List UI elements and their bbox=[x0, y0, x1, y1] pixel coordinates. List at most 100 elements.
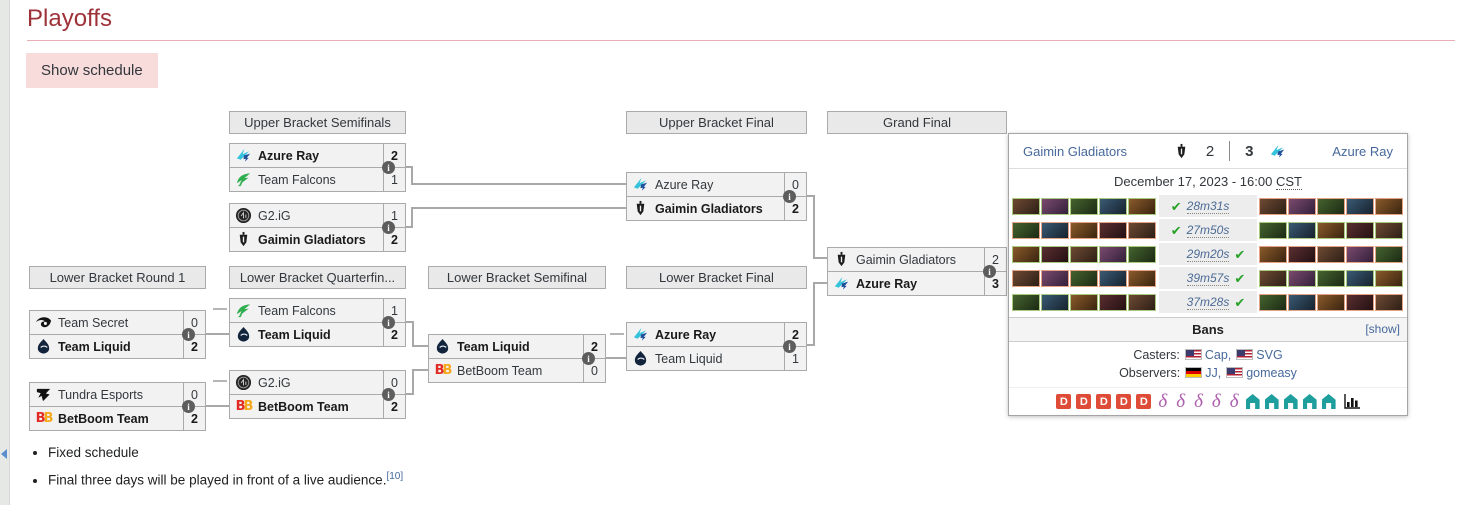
hero-icon[interactable] bbox=[1259, 197, 1287, 215]
hero-icon[interactable] bbox=[1041, 221, 1069, 239]
hero-icon[interactable] bbox=[1317, 245, 1345, 263]
team-name[interactable]: Team Liquid bbox=[655, 351, 723, 366]
hero-icon[interactable] bbox=[1346, 269, 1374, 287]
hero-icon[interactable] bbox=[1012, 221, 1040, 239]
hero-icon[interactable] bbox=[1317, 293, 1345, 311]
hero-icon[interactable] bbox=[1317, 269, 1345, 287]
hero-icon[interactable] bbox=[1259, 293, 1287, 311]
hero-icon[interactable] bbox=[1099, 197, 1127, 215]
team-row[interactable]: G2.iG 0 bbox=[230, 371, 405, 395]
stratz-icon[interactable] bbox=[1283, 394, 1298, 409]
hero-icon[interactable] bbox=[1128, 245, 1156, 263]
team-name[interactable]: Tundra Esports bbox=[58, 387, 143, 402]
team-row[interactable]: Azure Ray 2 bbox=[627, 323, 806, 347]
hero-icon[interactable] bbox=[1070, 293, 1098, 311]
hero-icon[interactable] bbox=[1375, 269, 1403, 287]
stratz-icon[interactable] bbox=[1302, 394, 1317, 409]
team-name[interactable]: BetBoom Team bbox=[258, 399, 349, 414]
team-name[interactable]: Gaimin Gladiators bbox=[856, 252, 957, 267]
hero-icon[interactable] bbox=[1317, 197, 1345, 215]
hero-icon[interactable] bbox=[1041, 197, 1069, 215]
datdota-icon[interactable] bbox=[1176, 394, 1185, 409]
team-row[interactable]: Team Falcons 1 bbox=[230, 168, 405, 191]
team-row[interactable]: Team Liquid 2 bbox=[429, 335, 605, 359]
team-row[interactable]: Azure Ray 2 bbox=[230, 144, 405, 168]
team-name[interactable]: Team Falcons bbox=[258, 172, 336, 187]
caster-link[interactable]: SVG bbox=[1256, 348, 1283, 362]
match-info-icon[interactable] bbox=[783, 190, 796, 203]
show-schedule-button[interactable]: Show schedule bbox=[26, 53, 158, 88]
hero-icon[interactable] bbox=[1375, 245, 1403, 263]
match-info-icon[interactable] bbox=[182, 328, 195, 341]
team-row[interactable]: Team Secret 0 bbox=[30, 311, 205, 335]
stratz-icon[interactable] bbox=[1245, 394, 1260, 409]
hero-icon[interactable] bbox=[1099, 245, 1127, 263]
hero-icon[interactable] bbox=[1070, 269, 1098, 287]
match-info-icon[interactable] bbox=[382, 221, 395, 234]
team-row[interactable]: BB BetBoom Team 2 bbox=[230, 395, 405, 418]
hero-icon[interactable] bbox=[1128, 197, 1156, 215]
observer-link[interactable]: gomeasy bbox=[1246, 366, 1297, 380]
team-row[interactable]: Azure Ray 0 bbox=[627, 173, 806, 197]
hero-icon[interactable] bbox=[1317, 221, 1345, 239]
hero-icon[interactable] bbox=[1012, 245, 1040, 263]
observer-link[interactable]: JJ, bbox=[1205, 366, 1222, 380]
popup-team-left-link[interactable]: Gaimin Gladiators bbox=[1023, 143, 1128, 159]
stratz-icon[interactable] bbox=[1264, 394, 1279, 409]
match-info-icon[interactable] bbox=[382, 161, 395, 174]
hero-icon[interactable] bbox=[1288, 293, 1316, 311]
hero-icon[interactable] bbox=[1128, 269, 1156, 287]
collapse-sidebar-arrow-icon[interactable] bbox=[1, 449, 7, 459]
game-duration-link[interactable]: 39m57s bbox=[1186, 270, 1230, 286]
dotabuff-icon[interactable] bbox=[1076, 394, 1092, 409]
match-info-icon[interactable] bbox=[382, 388, 395, 401]
team-row[interactable]: Team Liquid 2 bbox=[230, 323, 405, 346]
team-row[interactable]: Gaimin Gladiators 2 bbox=[230, 228, 405, 251]
hero-icon[interactable] bbox=[1128, 221, 1156, 239]
hero-icon[interactable] bbox=[1099, 221, 1127, 239]
azure-ray-logo[interactable] bbox=[1267, 140, 1289, 162]
datdota-icon[interactable] bbox=[1212, 394, 1221, 409]
game-duration-link[interactable]: 29m20s bbox=[1186, 246, 1230, 262]
match-info-icon[interactable] bbox=[783, 340, 796, 353]
team-row[interactable]: Tundra Esports 0 bbox=[30, 383, 205, 407]
datdota-icon[interactable] bbox=[1158, 394, 1167, 409]
hero-icon[interactable] bbox=[1259, 269, 1287, 287]
hero-icon[interactable] bbox=[1288, 245, 1316, 263]
hero-icon[interactable] bbox=[1346, 197, 1374, 215]
game-duration-link[interactable]: 27m50s bbox=[1186, 222, 1230, 238]
team-row[interactable]: Gaimin Gladiators 2 bbox=[627, 197, 806, 220]
hero-icon[interactable] bbox=[1259, 245, 1287, 263]
match-info-icon[interactable] bbox=[983, 265, 996, 278]
team-name[interactable]: Team Liquid bbox=[457, 339, 530, 354]
team-name[interactable]: Azure Ray bbox=[856, 276, 918, 291]
hero-icon[interactable] bbox=[1041, 293, 1069, 311]
caster-link[interactable]: Cap, bbox=[1204, 348, 1232, 362]
show-bans-link[interactable]: [show] bbox=[1365, 322, 1400, 336]
hero-icon[interactable] bbox=[1288, 221, 1316, 239]
datdota-icon[interactable] bbox=[1194, 394, 1203, 409]
stratz-icon[interactable] bbox=[1321, 394, 1336, 409]
hero-icon[interactable] bbox=[1375, 221, 1403, 239]
team-row[interactable]: Azure Ray 3 bbox=[828, 272, 1006, 295]
hero-icon[interactable] bbox=[1288, 269, 1316, 287]
team-name[interactable]: Azure Ray bbox=[655, 177, 714, 192]
hero-icon[interactable] bbox=[1070, 245, 1098, 263]
team-name[interactable]: G2.iG bbox=[258, 208, 291, 223]
hero-icon[interactable] bbox=[1128, 293, 1156, 311]
hero-icon[interactable] bbox=[1041, 269, 1069, 287]
reference-link[interactable]: [10] bbox=[386, 471, 404, 482]
team-name[interactable]: Team Liquid bbox=[58, 339, 131, 354]
hero-icon[interactable] bbox=[1259, 221, 1287, 239]
gaimin-gladiators-logo[interactable] bbox=[1171, 140, 1193, 162]
hero-icon[interactable] bbox=[1012, 197, 1040, 215]
dotabuff-icon[interactable] bbox=[1116, 394, 1132, 409]
hero-icon[interactable] bbox=[1288, 197, 1316, 215]
team-row[interactable]: Team Falcons 1 bbox=[230, 299, 405, 323]
team-name[interactable]: Team Secret bbox=[58, 315, 129, 330]
team-name[interactable]: Azure Ray bbox=[258, 148, 320, 163]
hero-icon[interactable] bbox=[1041, 245, 1069, 263]
team-name[interactable]: BetBoom Team bbox=[58, 411, 149, 426]
game-duration-link[interactable]: 37m28s bbox=[1186, 294, 1230, 310]
hero-icon[interactable] bbox=[1099, 269, 1127, 287]
